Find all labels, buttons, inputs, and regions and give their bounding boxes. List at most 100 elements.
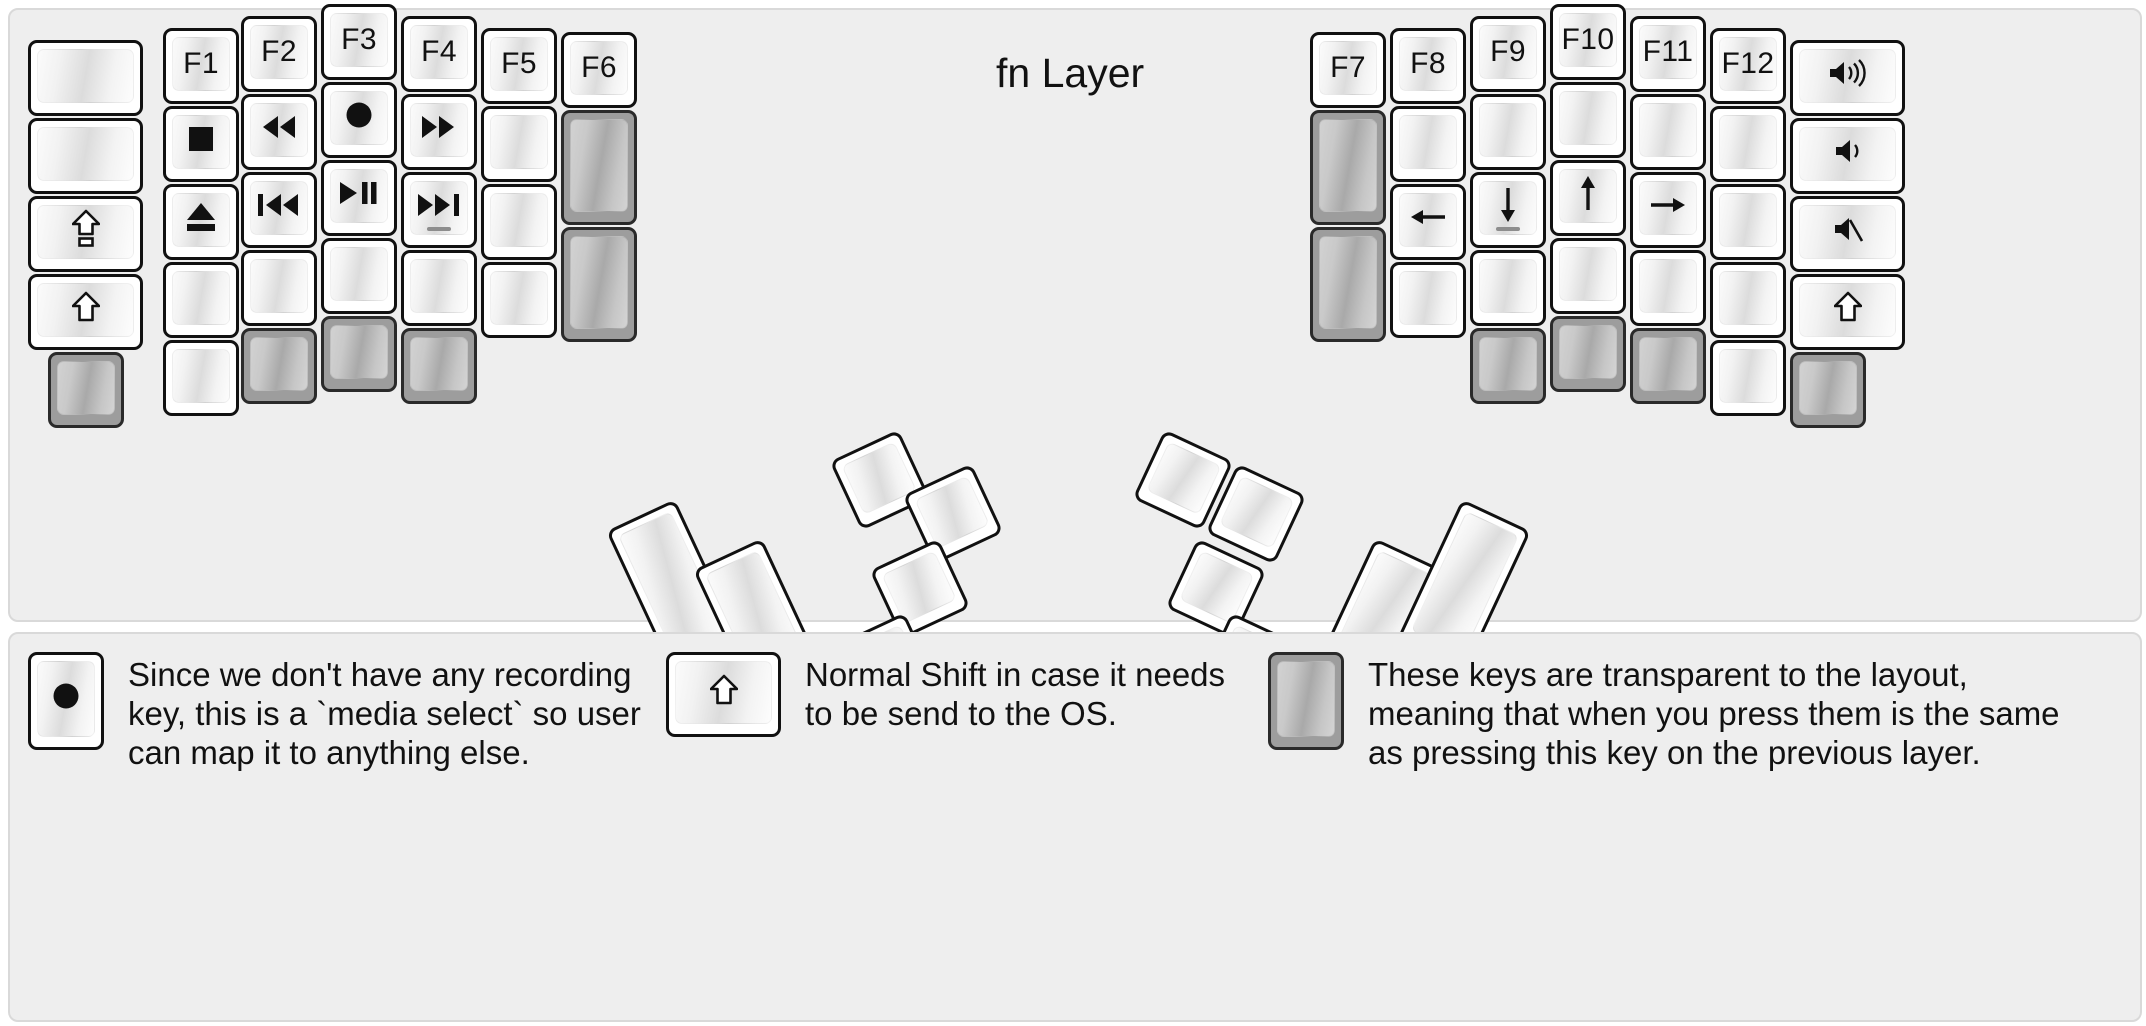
key-fast-forward[interactable] xyxy=(401,94,477,170)
stop-icon xyxy=(187,125,215,159)
key-blank-r4c3[interactable] xyxy=(241,250,317,326)
key-f3[interactable]: F3 xyxy=(321,4,397,80)
key-blank-r1c1[interactable] xyxy=(28,40,143,116)
key-blank-r2c11[interactable] xyxy=(1630,94,1706,170)
arrow-right-icon xyxy=(1649,192,1687,224)
key-blank-r4c2[interactable] xyxy=(163,262,239,338)
keycap-face xyxy=(410,337,468,391)
key-f6[interactable]: F6 xyxy=(561,32,637,108)
key-caps-lock[interactable] xyxy=(28,196,143,272)
legend-record-key[interactable] xyxy=(28,652,104,750)
key-f4[interactable]: F4 xyxy=(401,16,477,92)
key-transparent-tall-4[interactable] xyxy=(1310,227,1386,342)
arrow-down-icon xyxy=(1495,186,1521,230)
key-blank-r3c12[interactable] xyxy=(1710,184,1786,260)
key-transparent-r5c13[interactable] xyxy=(1790,352,1866,428)
key-blank-r4c6[interactable] xyxy=(481,262,557,338)
key-legend: F8 xyxy=(1410,47,1446,80)
key-volume-down[interactable] xyxy=(1790,118,1905,194)
key-next-track[interactable] xyxy=(401,172,477,248)
key-blank-r2c1[interactable] xyxy=(28,118,143,194)
keycap-face xyxy=(1559,247,1617,301)
key-legend: F7 xyxy=(1330,51,1366,84)
page-title: fn Layer xyxy=(996,50,1145,96)
keycap-face: F6 xyxy=(570,41,628,95)
key-f5[interactable]: F5 xyxy=(481,28,557,104)
keycap-face xyxy=(1179,550,1255,624)
key-prev-track[interactable] xyxy=(241,172,317,248)
prev-track-icon xyxy=(256,192,302,224)
key-f11[interactable]: F11 xyxy=(1630,16,1706,92)
key-legend: F11 xyxy=(1642,35,1694,68)
keycap-face xyxy=(1219,475,1295,549)
key-transparent-r5c9[interactable] xyxy=(1470,328,1546,404)
key-f9[interactable]: F9 xyxy=(1470,16,1546,92)
keycap-face: F5 xyxy=(490,37,548,91)
key-arrow-up[interactable] xyxy=(1550,160,1626,236)
key-legend: F12 xyxy=(1721,47,1775,80)
key-eject[interactable] xyxy=(163,184,239,260)
key-transparent-r5c11[interactable] xyxy=(1630,328,1706,404)
key-blank-r4c10[interactable] xyxy=(1550,238,1626,314)
key-stop[interactable] xyxy=(163,106,239,182)
key-arrow-right[interactable] xyxy=(1630,172,1706,248)
key-transparent-tall-2[interactable] xyxy=(561,227,637,342)
key-f7[interactable]: F7 xyxy=(1310,32,1386,108)
keycap-face: F10 xyxy=(1559,13,1617,67)
key-blank-r4c8[interactable] xyxy=(1390,262,1466,338)
keycap-face xyxy=(675,661,772,725)
arrow-up-icon xyxy=(1575,174,1601,218)
key-transparent-r5c3[interactable] xyxy=(241,328,317,404)
key-blank-r4c9[interactable] xyxy=(1470,250,1546,326)
legend-shift-key[interactable] xyxy=(666,652,781,738)
key-blank-r4c4[interactable] xyxy=(321,238,397,314)
key-f12[interactable]: F12 xyxy=(1710,28,1786,104)
legend-transparent-key[interactable] xyxy=(1268,652,1344,750)
key-f2[interactable]: F2 xyxy=(241,16,317,92)
key-blank-r4c5[interactable] xyxy=(401,250,477,326)
key-transparent-r5c5[interactable] xyxy=(401,328,477,404)
keycap-face xyxy=(1639,259,1697,313)
record-icon xyxy=(342,98,376,138)
key-blank-r2c9[interactable] xyxy=(1470,94,1546,170)
key-volume-mute[interactable] xyxy=(1790,196,1905,272)
key-blank-r5c12[interactable] xyxy=(1710,340,1786,416)
key-blank-r3c6[interactable] xyxy=(481,184,557,260)
key-blank-r2c12[interactable] xyxy=(1710,106,1786,182)
key-blank-r5c2[interactable] xyxy=(163,340,239,416)
shift-icon xyxy=(1833,291,1862,329)
record-icon xyxy=(49,679,83,719)
fast-forward-icon xyxy=(419,114,459,146)
keycap-face xyxy=(1559,325,1617,379)
key-volume-up[interactable] xyxy=(1790,40,1905,116)
arrow-left-icon xyxy=(1409,204,1447,236)
key-rewind[interactable] xyxy=(241,94,317,170)
key-blank-r2c6[interactable] xyxy=(481,106,557,182)
legend-record-text: Since we don't have any recording key, t… xyxy=(128,656,641,771)
key-f10[interactable]: F10 xyxy=(1550,4,1626,80)
key-f8[interactable]: F8 xyxy=(1390,28,1466,104)
key-shift-left[interactable] xyxy=(28,274,143,350)
key-transparent-r5c10[interactable] xyxy=(1550,316,1626,392)
key-play-pause[interactable] xyxy=(321,160,397,236)
key-transparent-r5c1[interactable] xyxy=(47,352,124,428)
key-blank-r2c10[interactable] xyxy=(1550,82,1626,158)
key-arrow-left[interactable] xyxy=(1390,184,1466,260)
shift-icon xyxy=(71,291,100,329)
key-blank-r2c8[interactable] xyxy=(1390,106,1466,182)
keycap-face xyxy=(570,236,628,329)
key-record[interactable] xyxy=(321,82,397,158)
keycap-face xyxy=(172,193,230,247)
key-blank-r4c12[interactable] xyxy=(1710,262,1786,338)
key-legend: F9 xyxy=(1490,35,1526,68)
keycap-face xyxy=(1399,193,1457,247)
key-legend: F5 xyxy=(501,47,537,80)
key-shift-right[interactable] xyxy=(1790,274,1905,350)
key-arrow-down[interactable] xyxy=(1470,172,1546,248)
key-transparent-tall-3[interactable] xyxy=(1310,110,1386,225)
key-f1[interactable]: F1 xyxy=(163,28,239,104)
key-transparent-r5c4[interactable] xyxy=(321,316,397,392)
key-transparent-tall-1[interactable] xyxy=(561,110,637,225)
key-blank-r4c11[interactable] xyxy=(1630,250,1706,326)
